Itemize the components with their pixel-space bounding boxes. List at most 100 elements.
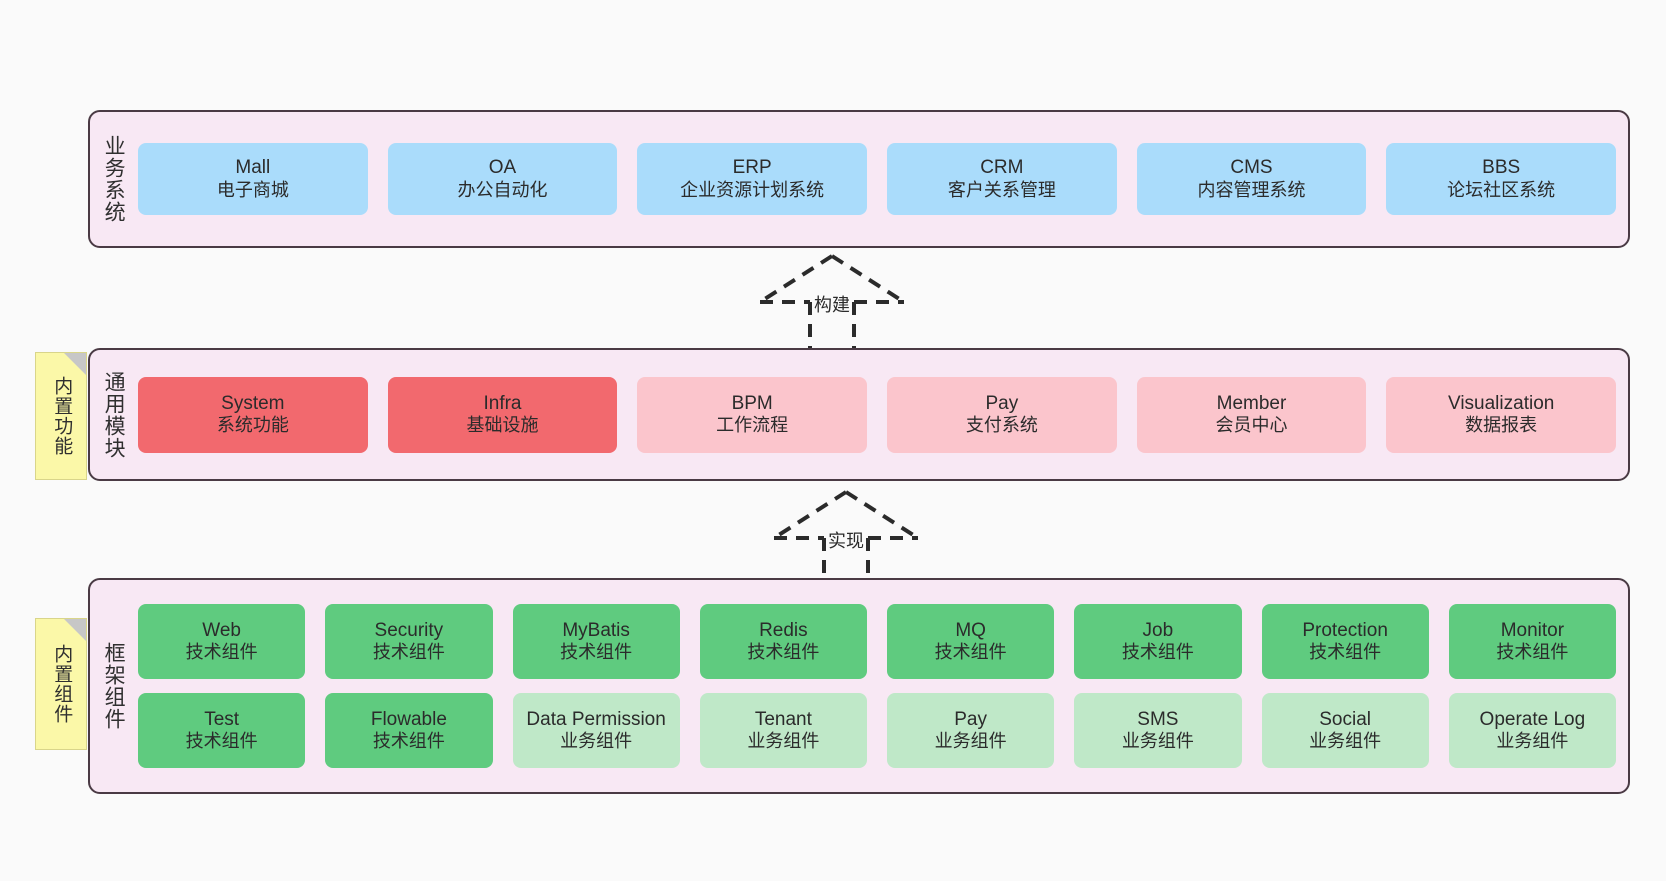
node-bpm[interactable]: BPM 工作流程 — [637, 376, 867, 453]
node-title: MQ — [955, 619, 986, 641]
node-row: Test 技术组件 Flowable 技术组件 Data Permission … — [138, 693, 1616, 768]
node-title: Monitor — [1500, 619, 1565, 641]
layer-business-systems: 业务系统 Mall 电子商城 OA 办公自动化 ERP 企业资源计划系统 CRM… — [88, 110, 1630, 248]
node-subtitle: 客户关系管理 — [947, 179, 1056, 200]
node-tenant[interactable]: Tenant 业务组件 — [699, 693, 867, 768]
node-test[interactable]: Test 技术组件 — [138, 693, 306, 768]
node-member[interactable]: Member 会员中心 — [1136, 376, 1367, 453]
layer-body-common: System 系统功能 Infra 基础设施 BPM 工作流程 Pay 支付系统… — [136, 350, 1628, 479]
node-title: Operate Log — [1479, 708, 1586, 730]
node-subtitle: 会员中心 — [1215, 415, 1288, 436]
node-subtitle: 电子商城 — [216, 179, 289, 200]
node-subtitle: 业务组件 — [1309, 731, 1382, 752]
node-flowable[interactable]: Flowable 技术组件 — [325, 693, 493, 768]
node-title: Test — [204, 708, 240, 730]
node-row: Mall 电子商城 OA 办公自动化 ERP 企业资源计划系统 CRM 客户关系… — [138, 143, 1616, 215]
node-infra[interactable]: Infra 基础设施 — [387, 376, 618, 453]
node-pay-component[interactable]: Pay 业务组件 — [887, 693, 1055, 768]
node-title: OA — [488, 157, 517, 179]
layer-title-frame: 框架组件 — [102, 642, 126, 730]
layer-title-business: 业务系统 — [102, 135, 126, 223]
node-web[interactable]: Web 技术组件 — [138, 604, 306, 679]
node-subtitle: 业务组件 — [560, 731, 633, 752]
node-subtitle: 技术组件 — [1121, 642, 1194, 663]
node-row: Web 技术组件 Security 技术组件 MyBatis 技术组件 Redi… — [138, 604, 1616, 679]
node-bbs[interactable]: BBS 论坛社区系统 — [1386, 143, 1616, 215]
note-fold-corner-icon — [64, 353, 86, 375]
layer-framework-components: 框架组件 Web 技术组件 Security 技术组件 MyBatis 技术组件… — [88, 578, 1630, 794]
node-visualization[interactable]: Visualization 数据报表 — [1386, 376, 1616, 453]
node-title: Pay — [985, 392, 1019, 414]
node-subtitle: 技术组件 — [934, 642, 1007, 663]
node-subtitle: 企业资源计划系统 — [680, 179, 825, 200]
dashed-hollow-arrow-up-icon — [758, 254, 906, 348]
node-mall[interactable]: Mall 电子商城 — [138, 143, 368, 215]
node-job[interactable]: Job 技术组件 — [1074, 604, 1242, 679]
node-title: BBS — [1482, 157, 1521, 179]
node-mq[interactable]: MQ 技术组件 — [887, 604, 1055, 679]
node-title: SMS — [1137, 708, 1179, 730]
node-title: Visualization — [1448, 392, 1555, 414]
node-title: System — [221, 392, 285, 414]
node-subtitle: 工作流程 — [716, 415, 789, 436]
connector-implement: 实现 — [766, 488, 926, 584]
layer-title-common: 通用模块 — [102, 370, 126, 459]
dashed-hollow-arrow-up-icon — [772, 490, 920, 584]
node-title: Tenant — [754, 708, 812, 730]
connector-label-implement: 实现 — [828, 531, 864, 551]
node-subtitle: 业务组件 — [1121, 731, 1194, 752]
connector-label-build: 构建 — [814, 295, 850, 315]
node-crm[interactable]: CRM 客户关系管理 — [887, 143, 1117, 215]
node-data-permission[interactable]: Data Permission 业务组件 — [512, 693, 680, 768]
layer-common-modules: 通用模块 System 系统功能 Infra 基础设施 BPM 工作流程 Pay… — [88, 348, 1630, 481]
node-security[interactable]: Security 技术组件 — [325, 604, 493, 679]
node-title: Member — [1216, 392, 1287, 414]
note-builtin-function: 内置功能 — [35, 352, 87, 480]
node-title: CRM — [980, 157, 1024, 179]
node-erp[interactable]: ERP 企业资源计划系统 — [637, 143, 867, 215]
node-redis[interactable]: Redis 技术组件 — [699, 604, 867, 679]
node-subtitle: 技术组件 — [560, 642, 633, 663]
node-subtitle: 系统功能 — [216, 415, 289, 436]
node-title: Web — [202, 619, 241, 641]
node-subtitle: 办公自动化 — [457, 179, 548, 200]
node-subtitle: 技术组件 — [747, 642, 820, 663]
node-cms[interactable]: CMS 内容管理系统 — [1136, 143, 1367, 215]
node-pay-module[interactable]: Pay 支付系统 — [887, 376, 1117, 453]
node-title: MyBatis — [562, 619, 630, 641]
node-subtitle: 技术组件 — [372, 731, 445, 752]
node-protection[interactable]: Protection 技术组件 — [1261, 604, 1429, 679]
node-title: Protection — [1302, 619, 1388, 641]
node-title: Data Permission — [526, 708, 666, 730]
node-title: Redis — [759, 619, 808, 641]
node-social[interactable]: Social 业务组件 — [1261, 693, 1429, 768]
note-fold-corner-icon — [64, 619, 86, 641]
node-operate-log[interactable]: Operate Log 业务组件 — [1448, 693, 1616, 768]
node-subtitle: 技术组件 — [1309, 642, 1382, 663]
connector-build: 构建 — [752, 252, 912, 348]
node-monitor[interactable]: Monitor 技术组件 — [1448, 604, 1616, 679]
node-mybatis[interactable]: MyBatis 技术组件 — [512, 604, 680, 679]
node-subtitle: 技术组件 — [185, 642, 258, 663]
node-title: BPM — [731, 392, 773, 414]
node-subtitle: 论坛社区系统 — [1447, 179, 1556, 200]
node-row: System 系统功能 Infra 基础设施 BPM 工作流程 Pay 支付系统… — [138, 376, 1616, 453]
node-subtitle: 业务组件 — [1496, 731, 1569, 752]
node-sms[interactable]: SMS 业务组件 — [1074, 693, 1242, 768]
layer-body-business: Mall 电子商城 OA 办公自动化 ERP 企业资源计划系统 CRM 客户关系… — [136, 112, 1628, 246]
note-label: 内置组件 — [51, 644, 73, 724]
node-system[interactable]: System 系统功能 — [138, 376, 368, 453]
node-title: Infra — [483, 392, 522, 414]
note-label: 内置功能 — [51, 376, 73, 456]
note-builtin-component: 内置组件 — [35, 618, 87, 750]
node-oa[interactable]: OA 办公自动化 — [387, 143, 618, 215]
node-subtitle: 基础设施 — [466, 415, 539, 436]
node-subtitle: 内容管理系统 — [1197, 179, 1306, 200]
node-title: Pay — [954, 708, 987, 730]
node-subtitle: 业务组件 — [934, 731, 1007, 752]
node-subtitle: 技术组件 — [372, 642, 445, 663]
node-title: Job — [1142, 619, 1174, 641]
node-title: Flowable — [370, 708, 447, 730]
node-subtitle: 技术组件 — [185, 731, 258, 752]
